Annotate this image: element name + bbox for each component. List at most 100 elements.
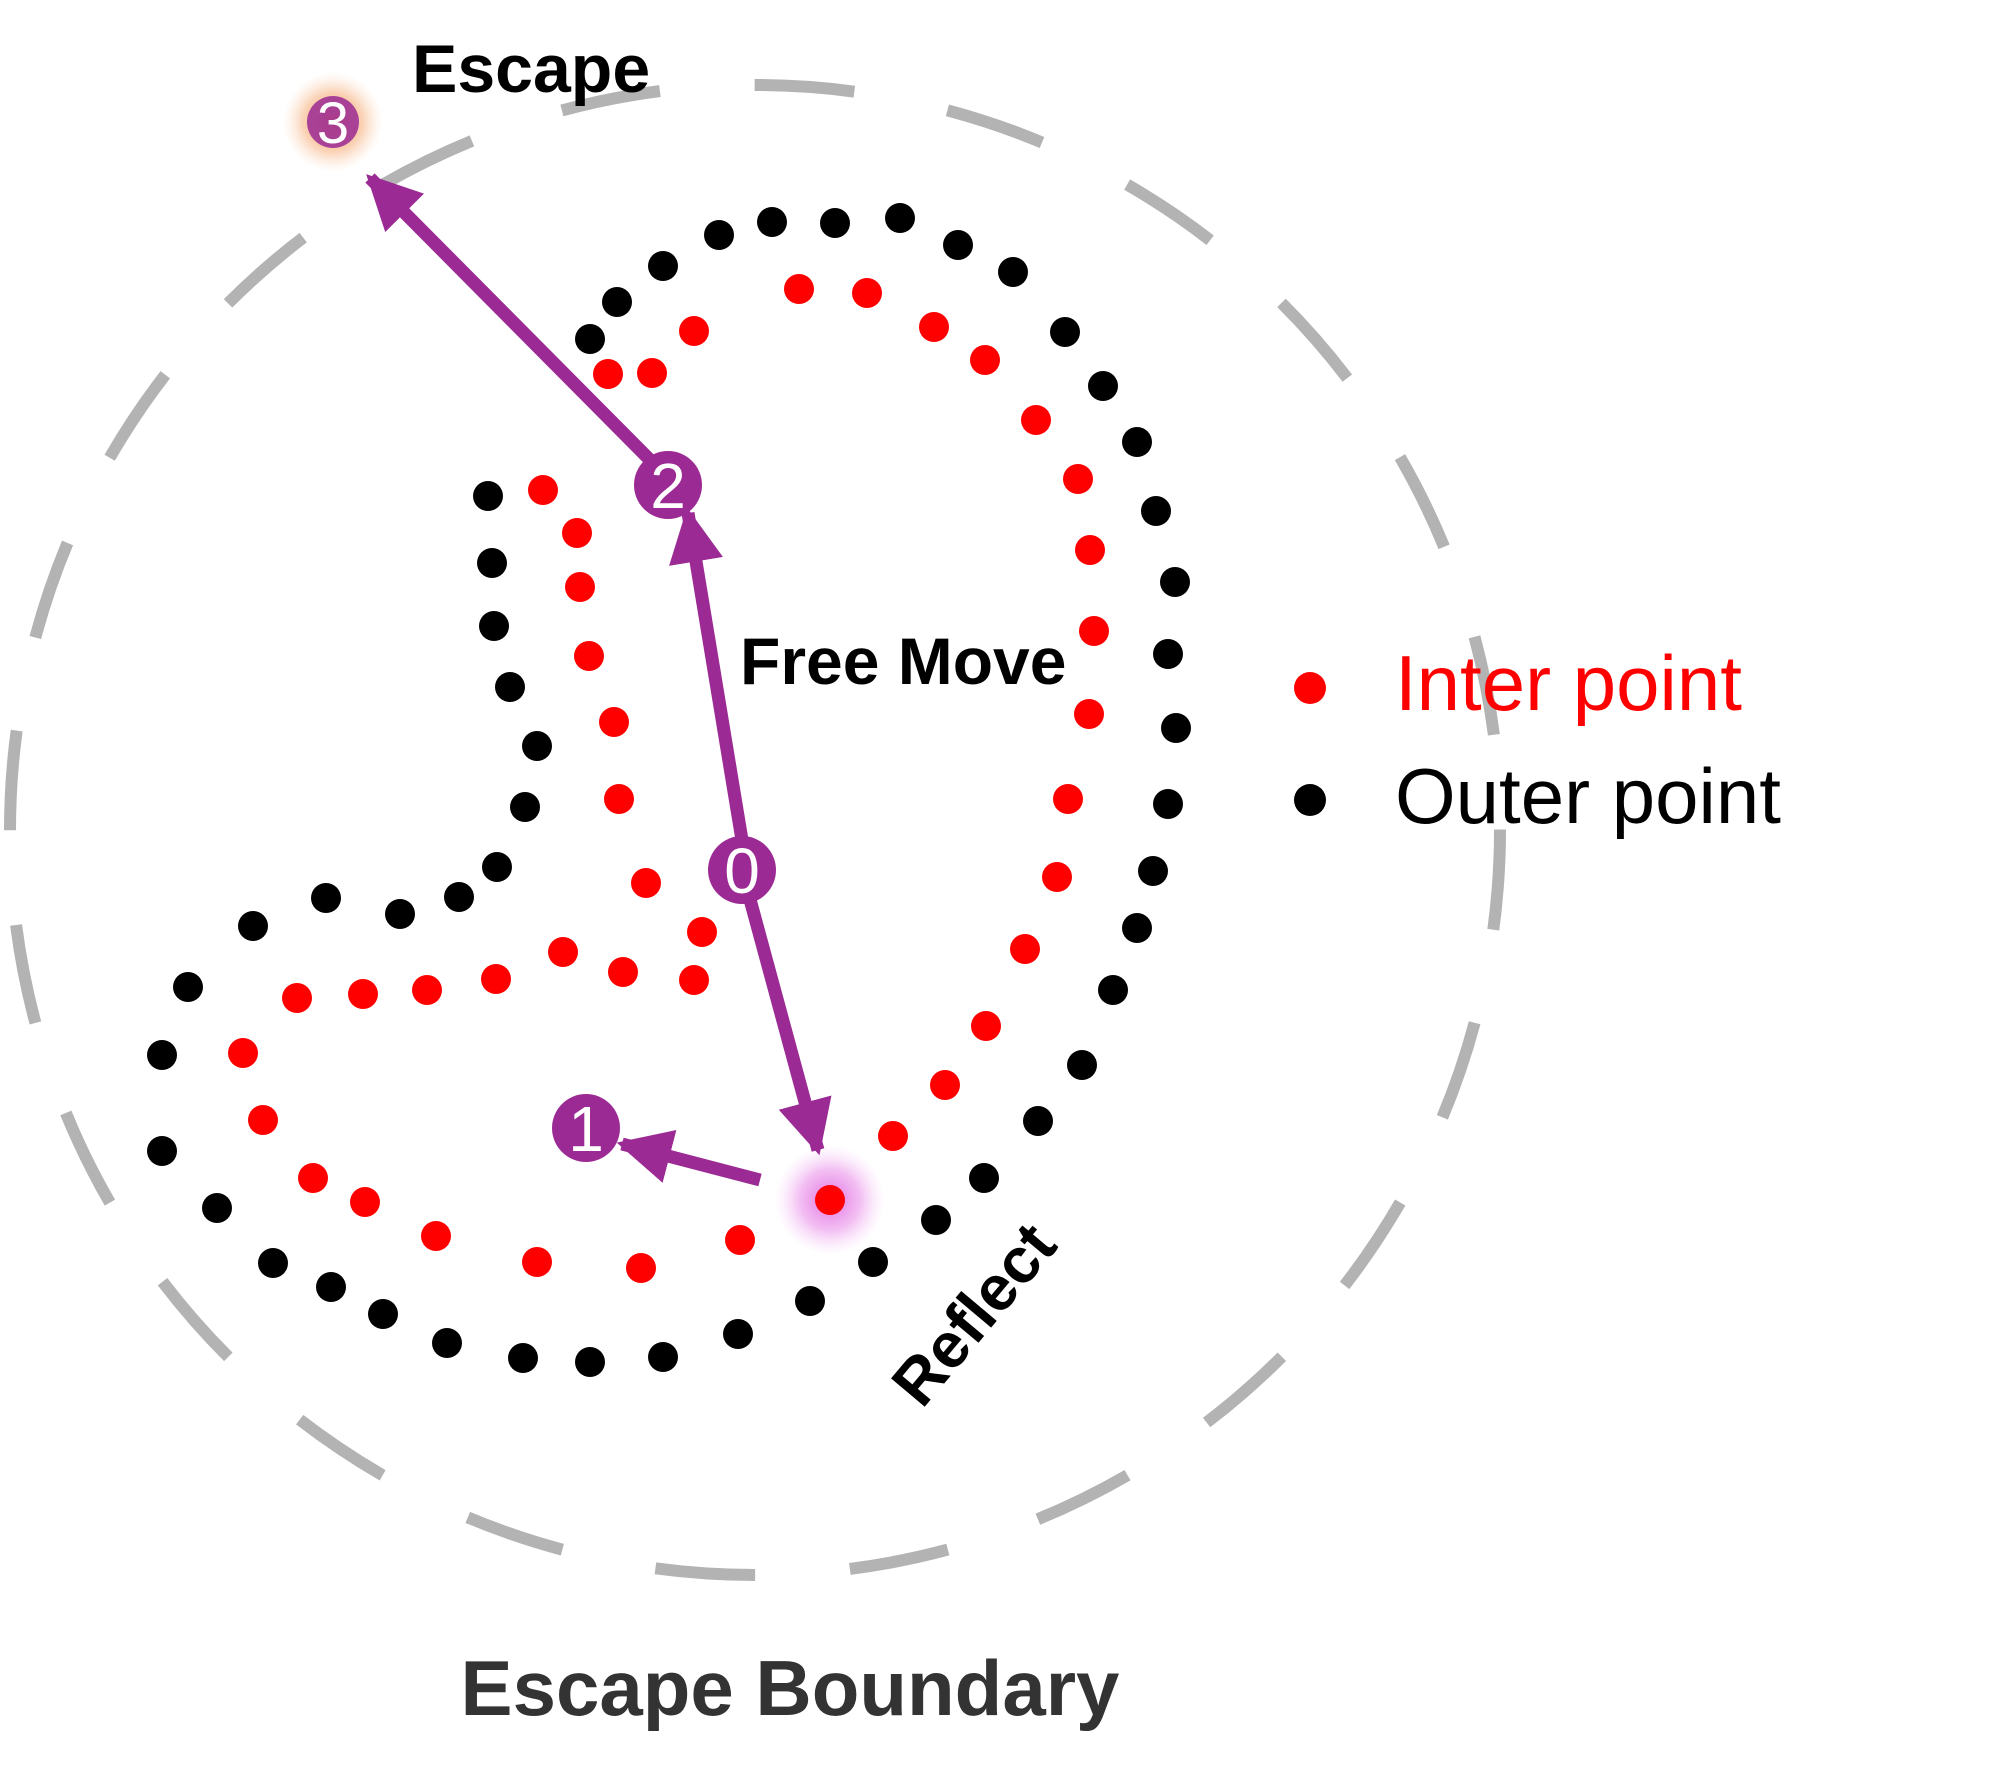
outer-point bbox=[508, 1343, 538, 1373]
inter-point bbox=[1042, 862, 1072, 892]
step-node-0: 0 bbox=[708, 835, 776, 907]
outer-point bbox=[1160, 567, 1190, 597]
inter-point bbox=[919, 312, 949, 342]
inter-point bbox=[852, 278, 882, 308]
reflect-label: Reflect bbox=[878, 1209, 1070, 1419]
step-node-2: 2 bbox=[634, 450, 702, 522]
inter-point bbox=[687, 917, 717, 947]
svg-text:Outer point: Outer point bbox=[1395, 752, 1781, 840]
inter-point bbox=[522, 1247, 552, 1277]
outer-points-group bbox=[147, 203, 1191, 1377]
arrow-reflect-to-1 bbox=[616, 1129, 762, 1187]
svg-text:3: 3 bbox=[317, 91, 349, 156]
inter-point bbox=[548, 937, 578, 967]
outer-point bbox=[1050, 317, 1080, 347]
outer-point bbox=[1067, 1050, 1097, 1080]
inter-point bbox=[626, 1253, 656, 1283]
outer-point bbox=[757, 207, 787, 237]
svg-text:Inter point: Inter point bbox=[1395, 639, 1742, 727]
outer-point bbox=[368, 1299, 398, 1329]
inter-point bbox=[528, 475, 558, 505]
outer-point bbox=[1153, 639, 1183, 669]
inter-point bbox=[565, 572, 595, 602]
svg-text:2: 2 bbox=[650, 450, 686, 522]
outer-point bbox=[704, 220, 734, 250]
outer-point bbox=[648, 1342, 678, 1372]
escape-boundary-label: Escape Boundary bbox=[461, 1644, 1120, 1732]
inter-point bbox=[725, 1225, 755, 1255]
outer-point bbox=[202, 1193, 232, 1223]
inter-point bbox=[421, 1221, 451, 1251]
step-node-3: 3 bbox=[283, 72, 383, 172]
inter-point bbox=[784, 274, 814, 304]
outer-point bbox=[477, 548, 507, 578]
legend-item-outer: Outer point bbox=[1294, 752, 1781, 840]
outer-point bbox=[820, 208, 850, 238]
inter-point bbox=[1075, 535, 1105, 565]
inter-point bbox=[298, 1163, 328, 1193]
outer-point bbox=[969, 1163, 999, 1193]
inter-point bbox=[608, 957, 638, 987]
inter-point bbox=[878, 1121, 908, 1151]
outer-point bbox=[795, 1286, 825, 1316]
reflect-point bbox=[815, 1185, 845, 1215]
outer-point bbox=[1098, 975, 1128, 1005]
outer-point bbox=[1122, 913, 1152, 943]
outer-point bbox=[998, 257, 1028, 287]
inter-point bbox=[574, 641, 604, 671]
outer-point bbox=[648, 251, 678, 281]
outer-point bbox=[238, 911, 268, 941]
inter-point bbox=[930, 1070, 960, 1100]
inter-point bbox=[350, 1187, 380, 1217]
outer-point bbox=[173, 972, 203, 1002]
step-node-1: 1 bbox=[552, 1093, 620, 1165]
outer-point bbox=[1141, 496, 1171, 526]
outer-point bbox=[1088, 371, 1118, 401]
inter-point bbox=[481, 964, 511, 994]
inter-point bbox=[599, 707, 629, 737]
outer-point bbox=[482, 852, 512, 882]
outer-point bbox=[921, 1205, 951, 1235]
outer-point bbox=[444, 882, 474, 912]
inter-point bbox=[562, 518, 592, 548]
svg-text:0: 0 bbox=[724, 835, 760, 907]
inter-point bbox=[248, 1105, 278, 1135]
inter-points-group bbox=[228, 274, 1109, 1283]
legend: Inter point Outer point bbox=[1294, 639, 1781, 840]
svg-text:1: 1 bbox=[568, 1093, 604, 1165]
legend-item-inter: Inter point bbox=[1294, 639, 1742, 727]
inter-point bbox=[282, 983, 312, 1013]
escape-label: Escape bbox=[412, 31, 650, 107]
inter-point bbox=[412, 975, 442, 1005]
inter-point bbox=[970, 345, 1000, 375]
outer-point bbox=[258, 1248, 288, 1278]
outer-point bbox=[575, 1347, 605, 1377]
outer-point bbox=[510, 792, 540, 822]
inter-point bbox=[1079, 616, 1109, 646]
inter-point bbox=[1021, 405, 1051, 435]
arrow-0-to-2 bbox=[669, 507, 749, 842]
outer-point bbox=[602, 287, 632, 317]
inter-point bbox=[971, 1011, 1001, 1041]
outer-point bbox=[1153, 789, 1183, 819]
arrow-2-to-3 bbox=[365, 173, 655, 465]
outer-point bbox=[495, 672, 525, 702]
outer-point bbox=[479, 611, 509, 641]
outer-point bbox=[316, 1272, 346, 1302]
outer-point bbox=[522, 731, 552, 761]
inter-point bbox=[1074, 699, 1104, 729]
outer-point bbox=[885, 203, 915, 233]
inter-point bbox=[604, 784, 634, 814]
inter-point bbox=[679, 316, 709, 346]
inter-point bbox=[631, 868, 661, 898]
outer-point bbox=[1138, 856, 1168, 886]
inter-point bbox=[1053, 784, 1083, 814]
outer-point bbox=[723, 1319, 753, 1349]
inter-point bbox=[1063, 464, 1093, 494]
outer-point bbox=[1161, 713, 1191, 743]
outer-point bbox=[432, 1328, 462, 1358]
inter-point bbox=[637, 358, 667, 388]
inter-point bbox=[679, 965, 709, 995]
outer-point bbox=[1122, 427, 1152, 457]
arrow-0-to-reflect bbox=[735, 868, 832, 1156]
